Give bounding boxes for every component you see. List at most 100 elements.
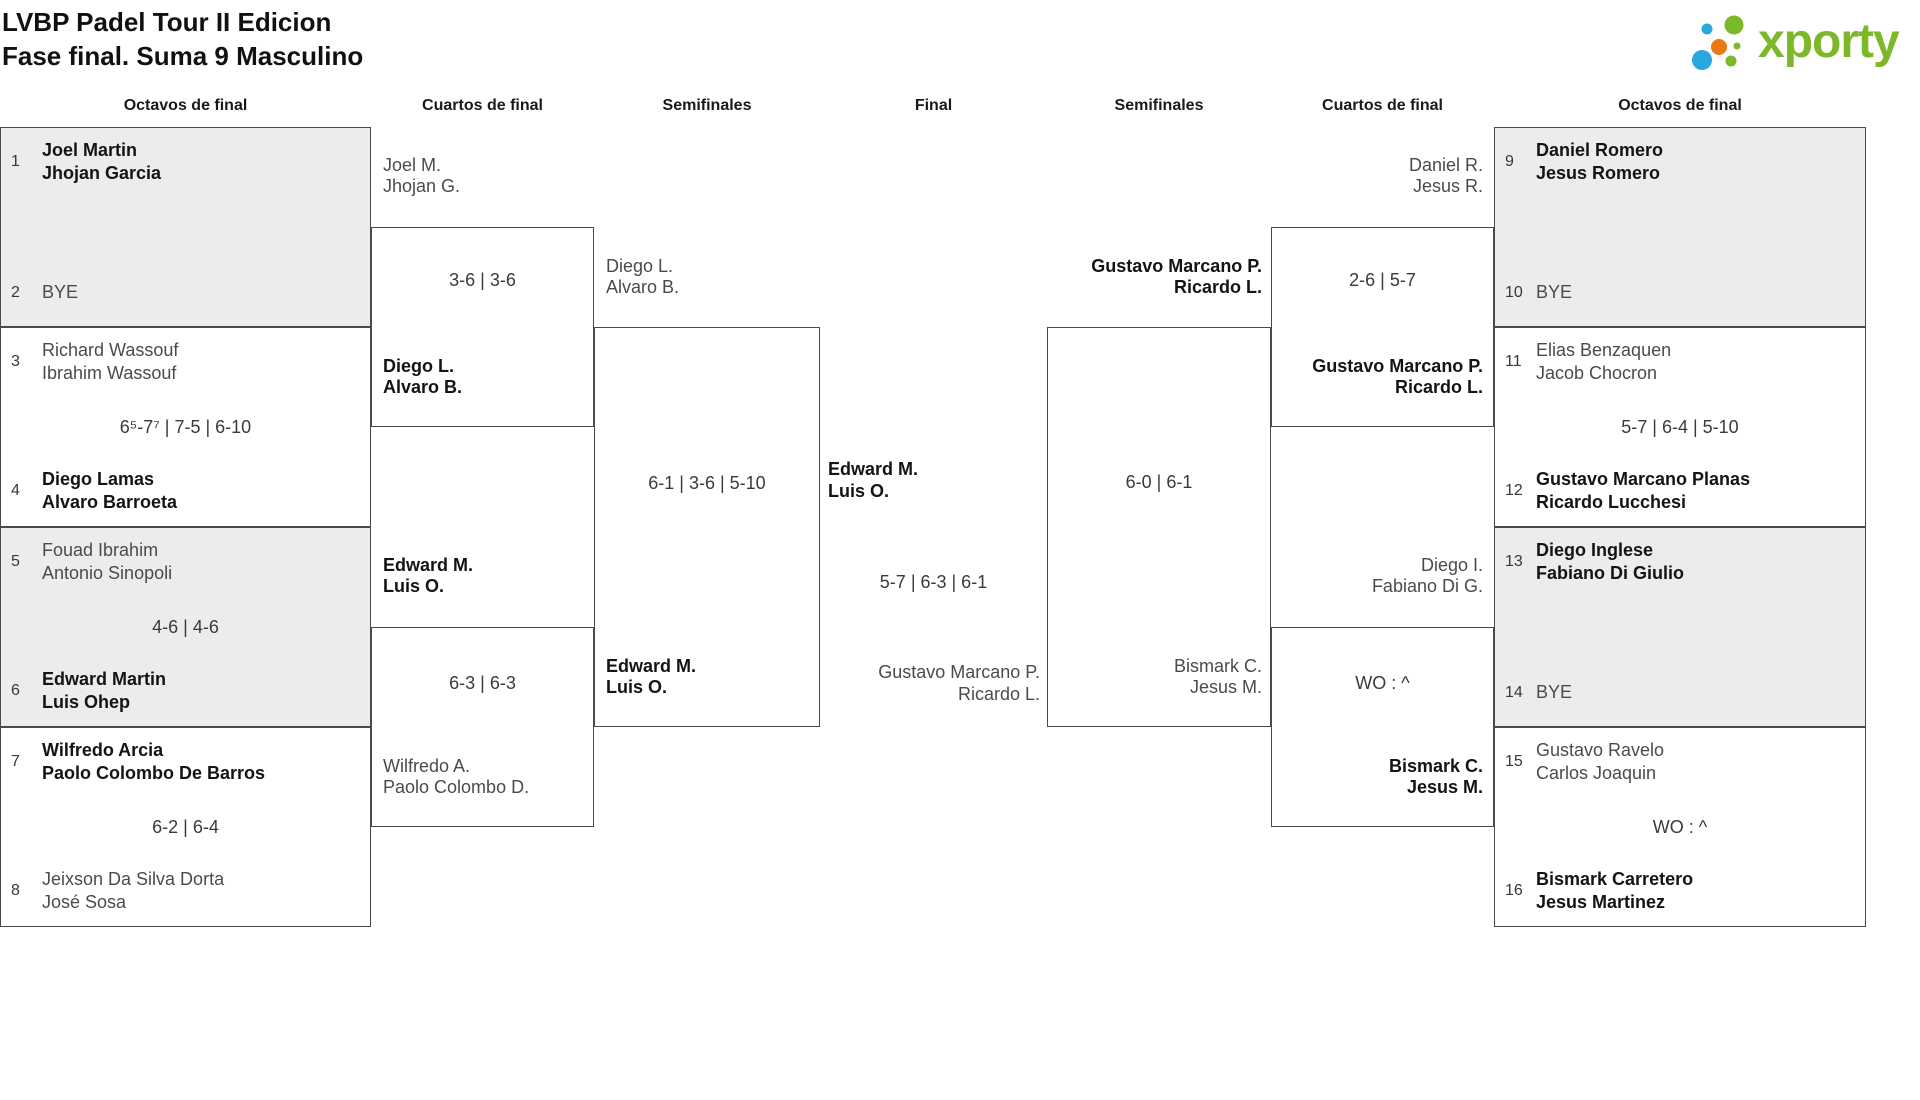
round-header-semis-right: Semifinales: [1114, 97, 1204, 114]
team-label: Bismark C. Jesus M.: [1388, 756, 1483, 797]
seed-number: 15: [1505, 753, 1523, 770]
seed-number: 4: [11, 482, 20, 499]
round-header-final: Final: [914, 97, 953, 114]
seed-number: 12: [1505, 482, 1523, 499]
team-label: Gustavo Marcano P. Ricardo L.: [1312, 356, 1483, 397]
player-name: Paolo Colombo De Barros: [42, 763, 266, 783]
player-name: Fouad Ibrahim: [42, 540, 159, 560]
player-name: Elias Benzaquen: [1536, 340, 1672, 360]
seed-number: 9: [1505, 153, 1514, 170]
player-name: Jeixson Da Silva Dorta: [42, 869, 225, 889]
player-name: Wilfredo Arcia: [42, 740, 164, 760]
player-name: Edward Martin: [42, 669, 167, 689]
round-header-semis-left: Semifinales: [662, 97, 752, 114]
team-label: Bismark C. Jesus M.: [1173, 656, 1262, 697]
seed-number: 7: [11, 753, 20, 770]
match-score: 6-2 | 6-4: [152, 817, 219, 837]
team-row: 1 Joel Martin Jhojan Garcia: [11, 139, 362, 185]
round-header-octavos-right: Octavos de final: [1618, 97, 1742, 114]
team-row: 2 BYE: [11, 281, 362, 304]
team-row: 15 Gustavo Ravelo Carlos Joaquin: [1505, 739, 1857, 785]
match-box-r16-5: 9 Daniel Romero Jesus Romero 10 BYE: [1494, 127, 1866, 327]
player-name: Antonio Sinopoli: [42, 563, 173, 583]
seed-number: 14: [1505, 683, 1523, 701]
page-title: LVBP Padel Tour II Edicion Fase final. S…: [2, 5, 363, 73]
team-label-final-winner: Edward M. Luis O.: [828, 459, 919, 501]
match-score: 2-6 | 5-7: [1349, 270, 1416, 290]
seed-number: 10: [1505, 283, 1523, 301]
team-row: 14 BYE: [1505, 681, 1857, 704]
round-header-cuartos-right: Cuartos de final: [1322, 97, 1443, 114]
match-box-qf-1: [371, 227, 594, 427]
player-name: Ibrahim Wassouf: [42, 363, 177, 383]
match-box-sf-2: [1047, 327, 1271, 727]
player-name: José Sosa: [42, 892, 127, 912]
logo-dots-icon: [1692, 15, 1744, 70]
player-name: Diego Inglese: [1536, 540, 1654, 560]
round-header-cuartos-left: Cuartos de final: [422, 97, 543, 114]
match-score: 6-0 | 6-1: [1125, 472, 1193, 492]
player-name: BYE: [42, 282, 79, 302]
seed-number: 8: [11, 882, 20, 899]
team-label: Diego L. Alvaro B.: [383, 356, 463, 397]
seed-number: 11: [1505, 353, 1522, 370]
team-label: Joel M. Jhojan G.: [383, 155, 461, 196]
player-name: Jesus Martinez: [1536, 892, 1666, 912]
xporty-logo[interactable]: xporty: [1686, 2, 1900, 82]
match-score-final: 5-7 | 6-3 | 6-1: [879, 572, 988, 592]
match-box-sf-1: [594, 327, 820, 727]
player-name: Richard Wassouf: [42, 340, 179, 360]
seed-number: 5: [11, 553, 20, 570]
seed-number: 16: [1505, 882, 1523, 899]
team-row: 6 Edward Martin Luis Ohep: [11, 668, 362, 714]
team-label: Edward M. Luis O.: [606, 656, 697, 697]
match-box-r16-8: 15 Gustavo Ravelo Carlos Joaquin 16 Bism…: [1494, 727, 1866, 927]
player-name: Jesus Romero: [1536, 163, 1661, 183]
player-name: Jhojan Garcia: [42, 163, 162, 183]
match-score: WO : ^: [1355, 673, 1410, 693]
match-score: 6⁵-7⁷ | 7-5 | 6-10: [119, 417, 252, 437]
team-row: 16 Bismark Carretero Jesus Martinez: [1505, 868, 1857, 914]
logo-text: xporty: [1758, 15, 1900, 68]
player-name: BYE: [1536, 282, 1573, 302]
player-name: Carlos Joaquin: [1536, 763, 1657, 783]
match-score: 6-1 | 3-6 | 5-10: [648, 473, 766, 493]
seed-number: 2: [11, 283, 20, 301]
team-label: Daniel R. Jesus R.: [1408, 155, 1483, 196]
match-score: 4-6 | 4-6: [152, 617, 219, 637]
player-name: Gustavo Ravelo: [1536, 740, 1665, 760]
team-row: 12 Gustavo Marcano Planas Ricardo Lucche…: [1505, 468, 1857, 514]
team-label: Wilfredo A. Paolo Colombo D.: [383, 756, 530, 797]
seed-number: 1: [11, 153, 20, 170]
match-box-r16-1: 1 Joel Martin Jhojan Garcia 2 BYE: [0, 127, 371, 327]
player-name: BYE: [1536, 682, 1573, 702]
seed-number: 3: [11, 353, 20, 370]
player-name: Joel Martin: [42, 140, 138, 160]
phase-name: Fase final. Suma 9 Masculino: [2, 41, 364, 71]
team-row: 4 Diego Lamas Alvaro Barroeta: [11, 468, 362, 514]
player-name: Gustavo Marcano Planas: [1536, 469, 1751, 489]
match-score: 6-3 | 6-3: [449, 673, 516, 693]
seed-number: 6: [11, 682, 20, 699]
player-name: Ricardo Lucchesi: [1536, 492, 1687, 512]
match-score: 3-6 | 3-6: [449, 270, 516, 290]
match-box-r16-4: 7 Wilfredo Arcia Paolo Colombo De Barros…: [0, 727, 371, 927]
team-label: Edward M. Luis O.: [383, 555, 474, 596]
team-label: Diego L. Alvaro B.: [606, 256, 680, 297]
team-row: 13 Diego Inglese Fabiano Di Giulio: [1505, 539, 1857, 585]
player-name: Fabiano Di Giulio: [1536, 563, 1684, 583]
match-box-r16-3: 5 Fouad Ibrahim Antonio Sinopoli 6 Edwar…: [0, 527, 371, 727]
round-header-octavos-left: Octavos de final: [123, 97, 248, 114]
player-name: Daniel Romero: [1536, 140, 1664, 160]
team-row: 7 Wilfredo Arcia Paolo Colombo De Barros: [11, 739, 362, 785]
match-box-r16-2: 3 Richard Wassouf Ibrahim Wassouf 4 Dieg…: [0, 327, 371, 527]
match-box-r16-6: 11 Elias Benzaquen Jacob Chocron 12 Gust…: [1494, 327, 1866, 527]
team-row: 9 Daniel Romero Jesus Romero: [1505, 139, 1857, 185]
player-name: Luis Ohep: [42, 692, 131, 712]
match-score: 5-7 | 6-4 | 5-10: [1621, 417, 1739, 437]
team-row: 8 Jeixson Da Silva Dorta José Sosa: [11, 868, 362, 914]
match-box-qf-2: [371, 627, 594, 827]
team-label: Gustavo Marcano P. Ricardo L.: [1091, 256, 1262, 297]
team-row: 10 BYE: [1505, 281, 1857, 304]
